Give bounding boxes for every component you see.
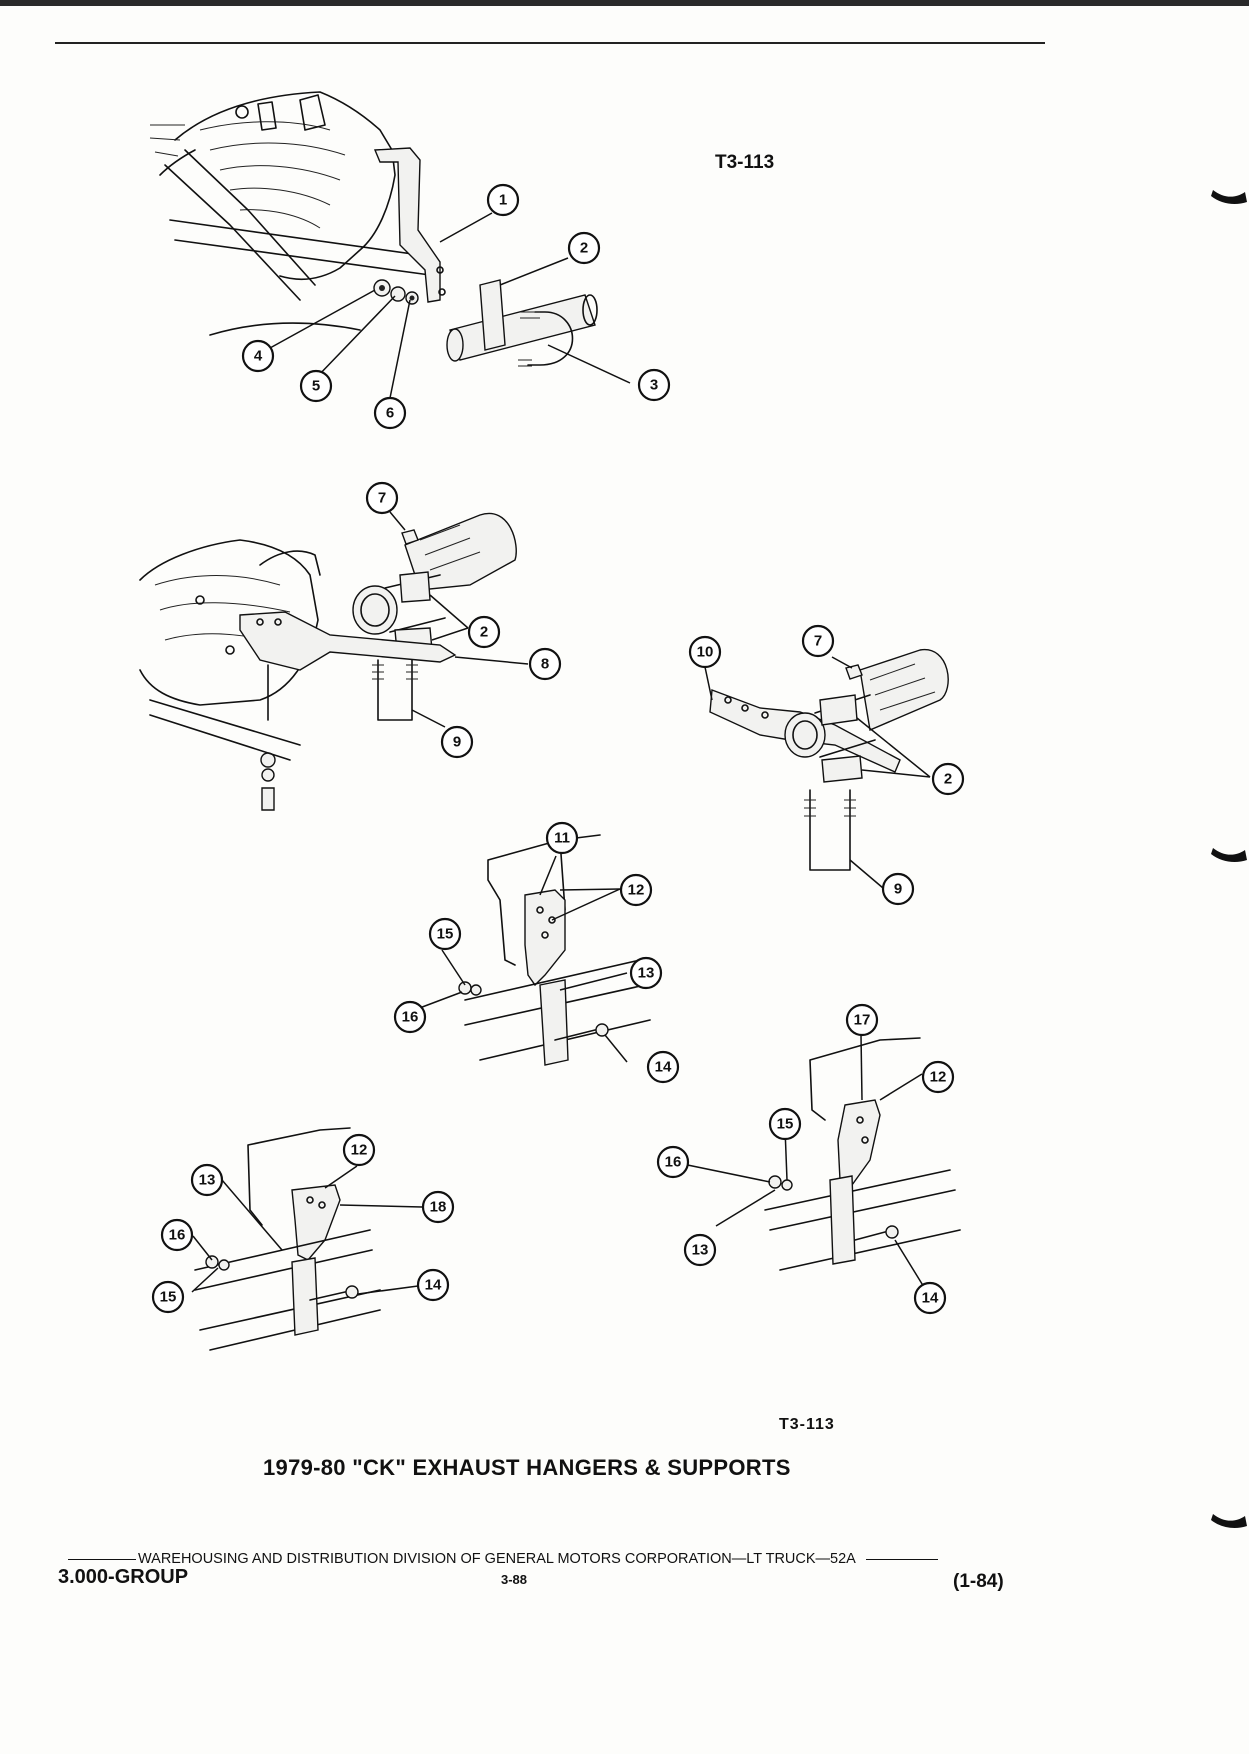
- callout-12-c: 12: [342, 1133, 376, 1167]
- svg-text:12: 12: [930, 1069, 947, 1086]
- callout-17: 17: [845, 1003, 879, 1037]
- callout-7-a: 7: [365, 481, 399, 515]
- svg-text:9: 9: [894, 881, 902, 898]
- page-top-edge: [0, 0, 1249, 6]
- callout-6: 6: [373, 396, 407, 430]
- svg-text:12: 12: [628, 882, 645, 899]
- footer-date: (1-84): [953, 1571, 1004, 1592]
- callout-13-b: 13: [683, 1233, 717, 1267]
- callout-7-b: 7: [801, 624, 835, 658]
- svg-text:13: 13: [638, 965, 655, 982]
- svg-text:14: 14: [922, 1290, 939, 1307]
- callout-14-c: 14: [416, 1268, 450, 1302]
- svg-text:2: 2: [944, 771, 952, 788]
- svg-text:12: 12: [351, 1142, 368, 1159]
- footer-rule-right: [865, 1558, 938, 1560]
- header-rule: [55, 42, 1045, 44]
- svg-text:2: 2: [580, 240, 588, 257]
- svg-text:15: 15: [160, 1289, 177, 1306]
- callout-16-b: 16: [656, 1145, 690, 1179]
- svg-text:6: 6: [386, 405, 394, 422]
- svg-text:17: 17: [854, 1012, 871, 1029]
- view-5-drawing: [194, 1127, 381, 1351]
- callout-14-b: 14: [913, 1281, 947, 1315]
- leader-lines: [191, 212, 931, 1295]
- binder-hole-mark-3: [1211, 1514, 1247, 1528]
- footer-page-number: 3-88: [501, 1572, 528, 1587]
- svg-text:9: 9: [453, 734, 461, 751]
- svg-text:7: 7: [378, 490, 386, 507]
- view-3-drawing: [709, 649, 949, 871]
- callout-15-a: 15: [428, 917, 462, 951]
- svg-text:4: 4: [254, 348, 263, 365]
- svg-text:13: 13: [692, 1242, 709, 1259]
- svg-text:10: 10: [697, 644, 714, 661]
- callout-1: 1: [486, 183, 520, 217]
- footer-group: 3.000-GROUP: [58, 1566, 189, 1588]
- svg-text:13: 13: [199, 1172, 216, 1189]
- callout-5: 5: [299, 369, 333, 403]
- svg-text:16: 16: [665, 1154, 682, 1171]
- callout-15-b: 15: [768, 1107, 802, 1141]
- callout-12-a: 12: [619, 873, 653, 907]
- view-4-drawing: [458, 834, 651, 1066]
- svg-text:15: 15: [777, 1116, 794, 1133]
- callout-16-c: 16: [160, 1218, 194, 1252]
- callout-2-c: 2: [931, 762, 965, 796]
- callout-9-a: 9: [440, 725, 474, 759]
- callout-8: 8: [528, 647, 562, 681]
- callout-16-a: 16: [393, 1000, 427, 1034]
- figure-code-top: T3-113: [715, 152, 775, 173]
- svg-text:14: 14: [655, 1059, 672, 1076]
- view-2-drawing: [139, 512, 517, 811]
- svg-text:2: 2: [480, 624, 488, 641]
- binder-hole-mark-2: [1211, 848, 1247, 862]
- svg-text:18: 18: [430, 1199, 447, 1216]
- callout-13-c: 13: [190, 1163, 224, 1197]
- svg-text:16: 16: [169, 1227, 186, 1244]
- svg-text:3: 3: [650, 377, 658, 394]
- svg-text:16: 16: [402, 1009, 419, 1026]
- callout-10: 10: [688, 635, 722, 669]
- svg-text:7: 7: [814, 633, 822, 650]
- svg-text:8: 8: [541, 656, 549, 673]
- view-6-drawing: [764, 1037, 961, 1271]
- callout-2-a: 2: [567, 231, 601, 265]
- callout-12-b: 12: [921, 1060, 955, 1094]
- svg-text:1: 1: [499, 192, 507, 209]
- callout-9-b: 9: [881, 872, 915, 906]
- callout-14-a: 14: [646, 1050, 680, 1084]
- svg-text:5: 5: [312, 378, 320, 395]
- callout-2-b: 2: [467, 615, 501, 649]
- callout-3: 3: [637, 368, 671, 402]
- svg-text:15: 15: [437, 926, 454, 943]
- figure-caption: 1979-80 "CK" EXHAUST HANGERS & SUPPORTS: [263, 1455, 791, 1480]
- callout-4: 4: [241, 339, 275, 373]
- callout-13-a: 13: [629, 956, 663, 990]
- binder-hole-mark-1: [1211, 190, 1247, 204]
- figure-code-bottom: T3-113: [779, 1416, 835, 1433]
- callout-11: 11: [545, 821, 579, 855]
- callout-18: 18: [421, 1190, 455, 1224]
- svg-text:14: 14: [425, 1277, 442, 1294]
- callout-15-c: 15: [151, 1280, 185, 1314]
- footer-publisher-line: WAREHOUSING AND DISTRIBUTION DIVISION OF…: [68, 1551, 1028, 1567]
- view-1-drawing: [149, 91, 598, 367]
- svg-text:11: 11: [554, 830, 570, 847]
- footer-publisher-text: WAREHOUSING AND DISTRIBUTION DIVISION OF…: [138, 1551, 856, 1567]
- footer-rule-left: [68, 1558, 136, 1560]
